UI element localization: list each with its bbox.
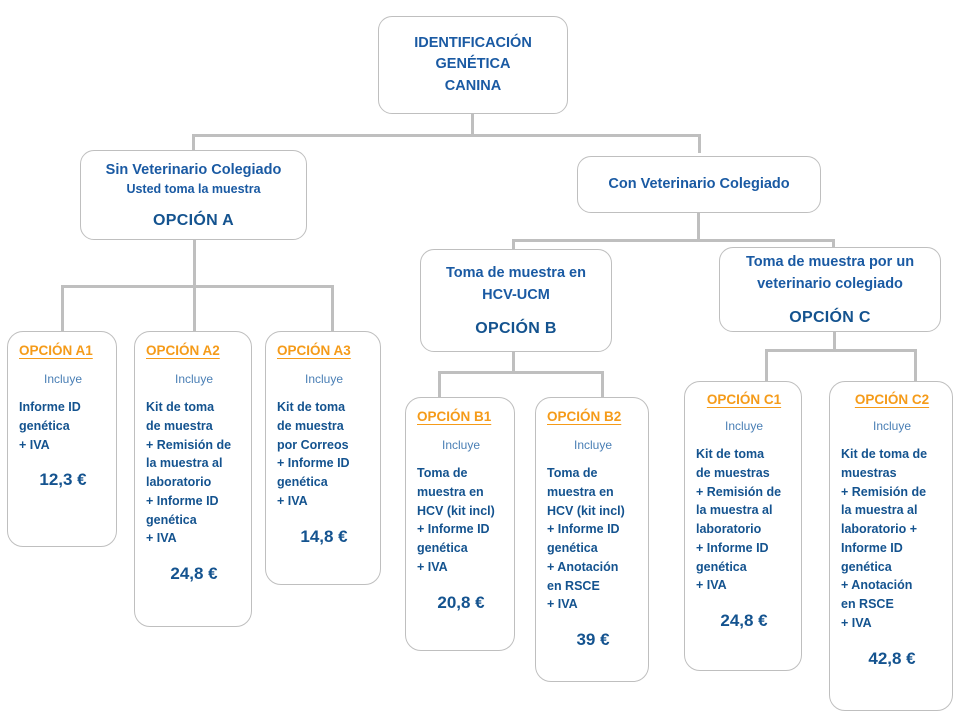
node-option-c[interactable]: Toma de muestra por un veterinario coleg… xyxy=(719,247,941,332)
card-option-a3-desc: Kit de toma de muestra por Correos + Inf… xyxy=(277,400,350,508)
node-option-a[interactable]: Sin Veterinario Colegiado Usted toma la … xyxy=(80,150,307,240)
connector-b-bar xyxy=(438,371,604,374)
node-con-veterinario[interactable]: Con Veterinario Colegiado xyxy=(577,156,821,213)
node-root[interactable]: IDENTIFICACIÓN GENÉTICA CANINA xyxy=(378,16,568,114)
card-option-b1-price: 20,8 € xyxy=(437,592,485,612)
card-option-b1-desc: Toma de muestra en HCV (kit incl) + Info… xyxy=(417,466,495,574)
card-option-c1-price: 24,8 € xyxy=(720,611,768,630)
card-option-c1-title: OPCIÓN C1 xyxy=(706,392,782,407)
card-option-b2[interactable]: OPCIÓN B2 Incluye Toma de muestra en HCV… xyxy=(535,397,649,682)
connector-convet-to-b xyxy=(512,239,515,251)
card-option-c1-desc: Kit de toma de muestras + Remisión de la… xyxy=(696,447,782,593)
card-option-b2-price: 39 € xyxy=(576,630,610,649)
card-option-c2[interactable]: OPCIÓN C2 Incluye Kit de toma de muestra… xyxy=(829,381,953,711)
node-con-veterinario-line1: Con Veterinario Colegiado xyxy=(608,175,790,192)
card-option-a3-price: 14,8 € xyxy=(300,526,348,546)
connector-b-to-b1 xyxy=(438,371,441,398)
card-option-a1-desc: Informe ID genética + IVA xyxy=(19,400,81,452)
node-option-b-line1: Toma de muestra en xyxy=(446,265,586,282)
card-option-b1[interactable]: OPCIÓN B1 Incluye Toma de muestra en HCV… xyxy=(405,397,515,651)
connector-a-to-a1 xyxy=(61,285,64,332)
card-option-c1-incluye: Incluye xyxy=(724,419,764,433)
card-option-b2-title: OPCIÓN B2 xyxy=(547,409,622,424)
card-option-a2-title: OPCIÓN A2 xyxy=(146,343,220,358)
connector-c-stem xyxy=(833,331,836,351)
card-option-a1-price: 12,3 € xyxy=(39,470,87,490)
node-option-b-label: OPCIÓN B xyxy=(475,319,557,337)
card-option-a1-incluye: Incluye xyxy=(43,372,83,386)
connector-convet-to-c xyxy=(832,239,835,251)
node-root-line1: IDENTIFICACIÓN xyxy=(414,35,532,52)
node-option-c-line2: veterinario colegiado xyxy=(757,275,903,292)
connector-c-to-c2 xyxy=(914,349,917,382)
node-option-a-label: OPCIÓN A xyxy=(153,211,234,229)
card-option-a1-title: OPCIÓN A1 xyxy=(19,343,93,358)
card-option-b1-incluye: Incluye xyxy=(441,438,481,452)
card-option-a2-desc: Kit de toma de muestra + Remisión de la … xyxy=(146,400,232,546)
card-option-a3[interactable]: OPCIÓN A3 Incluye Kit de toma de muestra… xyxy=(265,331,381,585)
connector-convet-stem xyxy=(697,212,700,241)
connector-a-to-a3 xyxy=(331,285,334,332)
card-option-b1-title: OPCIÓN B1 xyxy=(417,409,492,424)
card-option-a2[interactable]: OPCIÓN A2 Incluye Kit de toma de muestra… xyxy=(134,331,252,627)
node-option-c-label: OPCIÓN C xyxy=(789,308,871,326)
connector-a-to-a2 xyxy=(193,285,196,332)
node-option-a-line1: Sin Veterinario Colegiado xyxy=(105,162,282,179)
node-option-b-line2: HCV-UCM xyxy=(482,286,550,303)
card-option-a3-incluye: Incluye xyxy=(304,372,344,386)
card-option-a2-price: 24,8 € xyxy=(170,564,218,583)
node-option-b[interactable]: Toma de muestra en HCV-UCM OPCIÓN B xyxy=(420,249,612,352)
card-option-c2-desc: Kit de toma de muestras + Remisión de la… xyxy=(841,447,928,630)
connector-root-stem xyxy=(471,112,474,136)
card-option-c2-incluye: Incluye xyxy=(872,419,912,433)
node-option-c-line1: Toma de muestra por un xyxy=(745,254,915,271)
connector-root-bar xyxy=(192,134,701,137)
connector-a-stem xyxy=(193,239,196,287)
node-root-line3: CANINA xyxy=(444,77,502,94)
card-option-b2-incluye: Incluye xyxy=(573,438,613,452)
connector-c-bar xyxy=(765,349,917,352)
card-option-a3-title: OPCIÓN A3 xyxy=(277,343,351,358)
connector-a-bar xyxy=(61,285,334,288)
connector-root-to-a xyxy=(192,134,195,153)
node-option-a-line2: Usted toma la muestra xyxy=(126,182,261,197)
connector-convet-bar xyxy=(512,239,834,242)
card-option-a2-incluye: Incluye xyxy=(174,372,214,386)
card-option-b2-desc: Toma de muestra en HCV (kit incl) + Info… xyxy=(547,466,625,612)
connector-root-to-convet xyxy=(698,134,701,153)
card-option-a1[interactable]: OPCIÓN A1 Incluye Informe ID genética + … xyxy=(7,331,117,547)
connector-b-to-b2 xyxy=(601,371,604,398)
card-option-c1[interactable]: OPCIÓN C1 Incluye Kit de toma de muestra… xyxy=(684,381,802,671)
card-option-c2-title: OPCIÓN C2 xyxy=(854,392,930,407)
connector-b-stem xyxy=(512,351,515,373)
connector-c-to-c1 xyxy=(765,349,768,382)
node-root-line2: GENÉTICA xyxy=(435,56,511,73)
card-option-c2-price: 42,8 € xyxy=(868,648,916,668)
